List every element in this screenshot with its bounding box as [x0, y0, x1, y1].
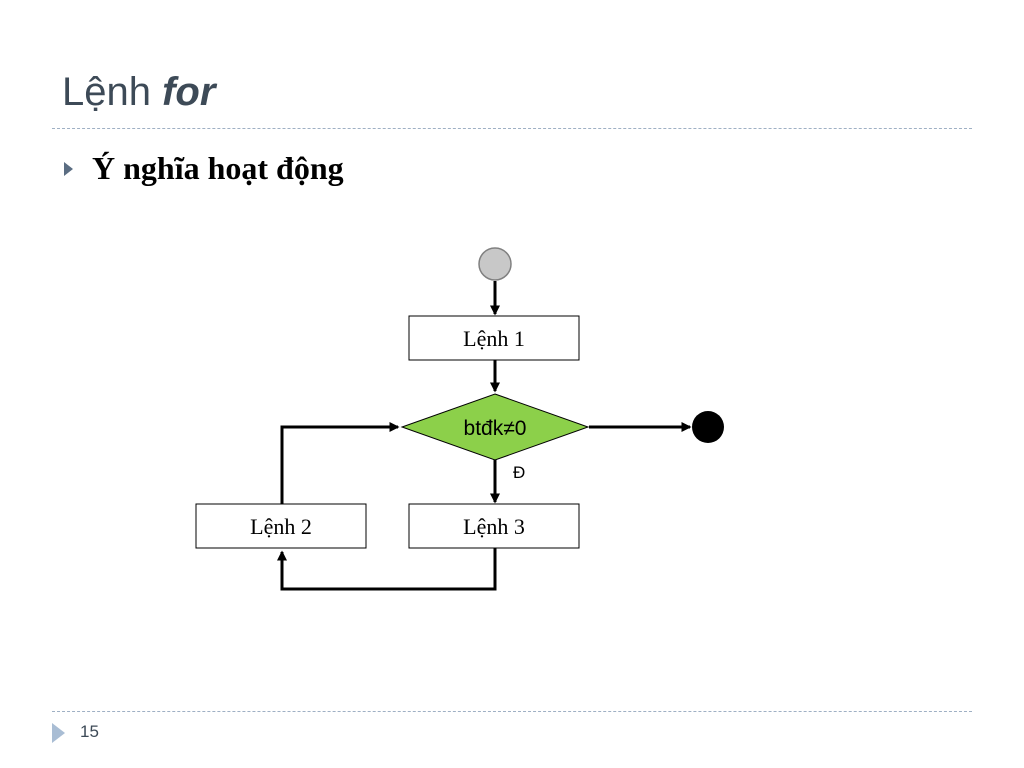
- page-number: 15: [80, 722, 99, 741]
- bullet-arrow-icon: [64, 161, 73, 176]
- stmt2-label: Lệnh 2: [250, 514, 312, 539]
- slide-title-keyword: for: [162, 70, 216, 114]
- condition-node: btđk≠0: [400, 393, 590, 461]
- title-divider: [52, 128, 972, 129]
- edge-stmt3-to-stmt2: [277, 548, 497, 591]
- start-node: [478, 247, 512, 281]
- footer-triangle-icon: [52, 723, 65, 743]
- stmt2-node: Lệnh 2: [195, 503, 367, 549]
- edge-stmt2-to-condition: [280, 422, 400, 504]
- true-branch-label: Đ: [513, 463, 525, 482]
- stmt1-label: Lệnh 1: [463, 326, 525, 351]
- slide-title: Lệnh for: [62, 72, 215, 112]
- footer-divider: [52, 711, 972, 712]
- bullet-item: Ý nghĩa hoạt động: [64, 150, 344, 187]
- stmt3-node: Lệnh 3: [408, 503, 580, 549]
- slide-title-text: Lệnh: [62, 70, 163, 114]
- stmt1-node: Lệnh 1: [408, 315, 580, 361]
- bullet-text: Ý nghĩa hoạt động: [92, 150, 344, 186]
- condition-label: btđk≠0: [464, 417, 527, 440]
- stmt3-label: Lệnh 3: [463, 514, 525, 539]
- end-node: [692, 411, 724, 443]
